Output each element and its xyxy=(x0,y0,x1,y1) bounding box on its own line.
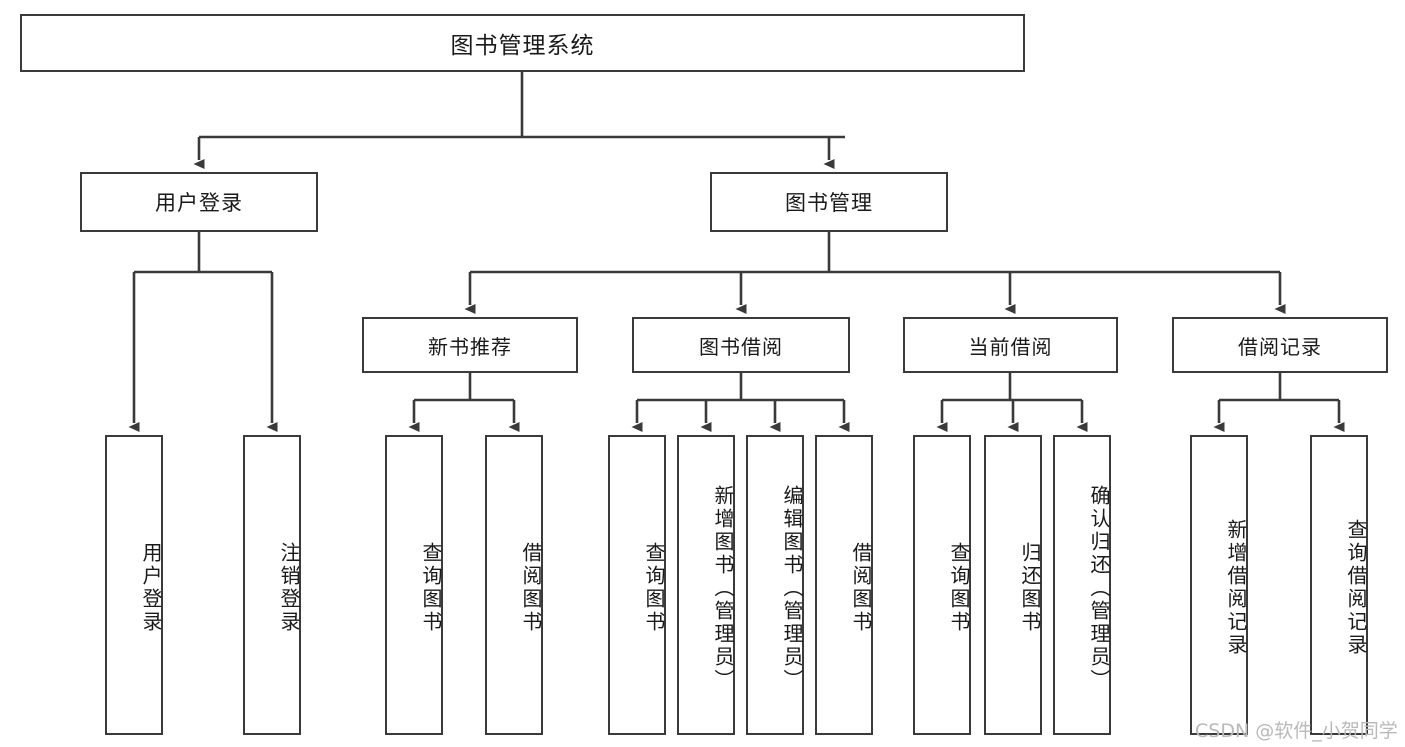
node-new-book-rec-label: 新书推荐 xyxy=(428,334,512,359)
node-leaf-logout[interactable]: 注销登录 xyxy=(243,435,301,735)
node-current-borrow-label: 当前借阅 xyxy=(968,334,1053,359)
node-leaf-add-book-label: 新增图书（管理员） xyxy=(711,484,735,692)
node-borrow-record[interactable]: 借阅记录 xyxy=(1172,317,1388,373)
node-leaf-add-record[interactable]: 新增借阅记录 xyxy=(1190,435,1248,735)
node-book-borrow-label: 图书借阅 xyxy=(699,334,783,359)
node-leaf-query-record[interactable]: 查询借阅记录 xyxy=(1310,435,1368,735)
node-book-borrow[interactable]: 图书借阅 xyxy=(632,317,850,373)
node-leaf-query-book-1[interactable]: 查询图书 xyxy=(385,435,443,735)
node-book-manage-label: 图书管理 xyxy=(785,191,873,215)
node-leaf-return-book[interactable]: 归还图书 xyxy=(984,435,1042,735)
node-leaf-query-book-1-label: 查询图书 xyxy=(419,542,443,634)
node-leaf-borrow-book-1[interactable]: 借阅图书 xyxy=(485,435,543,735)
node-leaf-add-record-label: 新增借阅记录 xyxy=(1224,519,1248,657)
node-leaf-query-record-label: 查询借阅记录 xyxy=(1344,519,1368,657)
node-leaf-query-book-3-label: 查询图书 xyxy=(947,542,971,634)
node-leaf-confirm-return-label: 确认归还（管理员） xyxy=(1087,484,1111,692)
node-leaf-confirm-return[interactable]: 确认归还（管理员） xyxy=(1053,435,1111,735)
node-leaf-add-book[interactable]: 新增图书（管理员） xyxy=(677,435,735,735)
node-leaf-query-book-2[interactable]: 查询图书 xyxy=(608,435,666,735)
node-user-login[interactable]: 用户登录 xyxy=(80,172,318,232)
node-leaf-return-book-label: 归还图书 xyxy=(1018,542,1042,634)
node-new-book-rec[interactable]: 新书推荐 xyxy=(362,317,578,373)
node-user-login-label: 用户登录 xyxy=(155,191,243,215)
node-leaf-edit-book[interactable]: 编辑图书（管理员） xyxy=(746,435,804,735)
node-current-borrow[interactable]: 当前借阅 xyxy=(903,317,1118,373)
node-leaf-user-login[interactable]: 用户登录 xyxy=(105,435,163,735)
node-leaf-borrow-book-2[interactable]: 借阅图书 xyxy=(815,435,873,735)
node-book-manage[interactable]: 图书管理 xyxy=(710,172,948,232)
node-leaf-user-login-label: 用户登录 xyxy=(139,542,163,634)
node-leaf-query-book-2-label: 查询图书 xyxy=(642,542,666,634)
node-leaf-borrow-book-2-label: 借阅图书 xyxy=(849,542,873,634)
node-leaf-logout-label: 注销登录 xyxy=(277,542,301,634)
node-root-label: 图书管理系统 xyxy=(450,33,595,59)
node-leaf-edit-book-label: 编辑图书（管理员） xyxy=(780,484,804,692)
node-leaf-query-book-3[interactable]: 查询图书 xyxy=(913,435,971,735)
node-leaf-borrow-book-1-label: 借阅图书 xyxy=(519,542,543,634)
node-borrow-record-label: 借阅记录 xyxy=(1238,334,1322,359)
watermark: CSDN @软件_小贺同学 xyxy=(1195,720,1398,742)
node-root[interactable]: 图书管理系统 xyxy=(20,14,1025,72)
